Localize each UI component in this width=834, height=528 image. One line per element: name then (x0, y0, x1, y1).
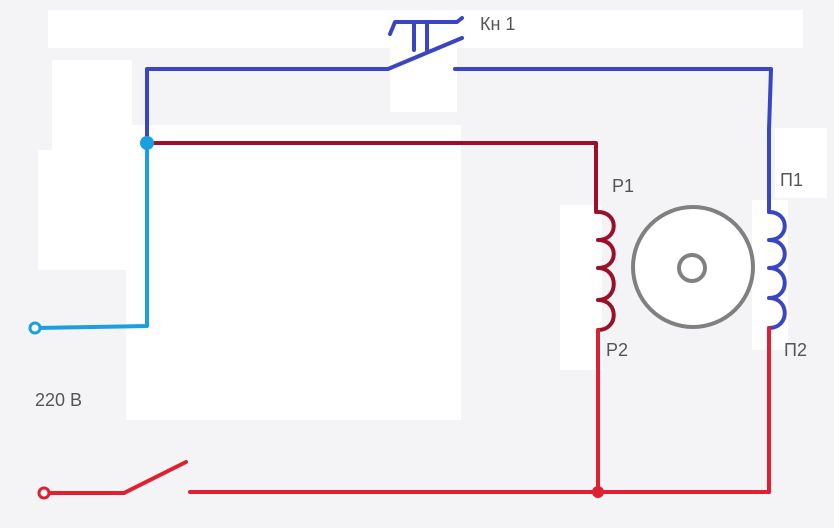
label-start-coil-bottom: П2 (784, 340, 807, 360)
white-patches (38, 10, 827, 420)
start-coil (767, 210, 787, 330)
label-button: Кн 1 (480, 14, 515, 34)
run-coil-feed-wire (145, 141, 598, 214)
white-patch-right-label (775, 128, 827, 198)
motor-rotor (631, 205, 755, 329)
terminal-bottom[interactable] (37, 486, 51, 500)
rotor-shaft (677, 253, 707, 283)
run-coil (596, 210, 616, 332)
terminal-top[interactable] (28, 321, 42, 335)
junction-dot (140, 136, 154, 150)
push-button-kn1[interactable] (388, 16, 464, 52)
main-switch[interactable] (122, 460, 188, 495)
white-patch-run-coil (560, 205, 602, 370)
bottom-junction-dot (592, 486, 604, 498)
label-start-coil-top: П1 (780, 170, 803, 190)
light-blue-wire (33, 141, 149, 330)
white-patch-left-upper (52, 60, 132, 150)
label-run-coil-bottom: Р2 (606, 340, 628, 360)
white-patch-center (126, 125, 461, 420)
label-voltage: 220 В (35, 390, 82, 410)
label-run-coil-top: Р1 (612, 176, 634, 196)
blue-wire (145, 36, 773, 214)
push-button-stem (412, 20, 429, 52)
